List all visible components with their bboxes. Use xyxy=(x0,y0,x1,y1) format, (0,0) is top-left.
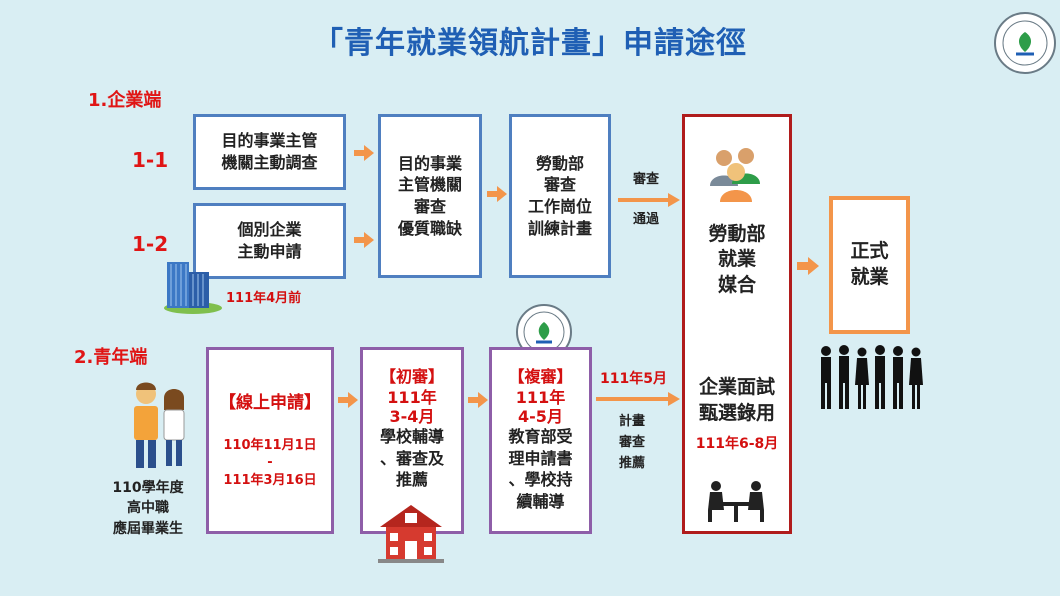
building-icon xyxy=(163,258,223,318)
box-first-date1: 111年 xyxy=(387,387,437,407)
box-agency-review-line1: 目的事業 xyxy=(397,153,462,173)
interview-icon xyxy=(704,480,768,528)
arrow-first-to-second xyxy=(468,392,488,412)
arrow-review-to-labor xyxy=(487,186,507,206)
box-final-line2: 就業 xyxy=(850,266,889,288)
box-second-body1: 教育部受 xyxy=(508,426,573,446)
box-labor-review-line3: 工作崗位 xyxy=(527,197,592,216)
section-enterprise-label: 1.企業端 xyxy=(88,90,162,111)
label-review-passed-top: 審查 xyxy=(632,172,659,187)
arrow-second-to-matching xyxy=(596,391,680,410)
date-april: 111年4月前 xyxy=(226,291,302,306)
box-online-dash: - xyxy=(267,455,273,471)
people-icon xyxy=(706,146,766,206)
youth-caption: 110學年度 高中職 應屆畢業生 xyxy=(96,478,200,539)
box-second-date1: 111年 xyxy=(515,387,566,407)
box-enterprise-apply-line2: 主動申請 xyxy=(237,242,302,261)
youth-caption-line2: 高中職 xyxy=(127,500,169,517)
box-first-body3: 推薦 xyxy=(395,470,428,490)
label-review-passed-bottom: 通過 xyxy=(632,212,659,227)
box-agency-survey: 目的事業主管 機關主動調查 xyxy=(193,114,346,190)
box-second-title: 【複審】 xyxy=(508,367,573,386)
section-youth-label: 2.青年端 xyxy=(74,347,148,368)
box-online-date2: 111年3月16日 xyxy=(223,472,317,488)
date-interview: 111年6-8月 xyxy=(695,436,779,452)
box-second-body2: 理申請書 xyxy=(508,448,573,468)
box-agency-review: 目的事業 主管機關 審查 優質職缺 xyxy=(378,114,482,278)
arrow-1-2 xyxy=(354,232,374,252)
label-plan-line3: 推薦 xyxy=(618,455,645,471)
box-second-body4: 續輔導 xyxy=(516,491,565,511)
box-online-title: 【線上申請】 xyxy=(219,392,321,413)
box-interview-line2: 甄選錄用 xyxy=(698,402,775,424)
box-labor-review-line2: 審查 xyxy=(543,175,576,195)
label-plan-line2: 審查 xyxy=(618,434,645,450)
box-agency-survey-line2: 機關主動調查 xyxy=(221,153,318,172)
youth-caption-line3: 應屆畢業生 xyxy=(113,520,183,537)
box-agency-review-line2: 主管機關 xyxy=(397,175,462,195)
row-label-1-1: 1-1 xyxy=(132,148,169,172)
box-matching-line2: 就業 xyxy=(717,248,756,271)
label-may: 111年5月 xyxy=(600,371,667,387)
box-final-employment: 正式 就業 xyxy=(829,196,910,334)
box-matching: 勞動部 就業 媒合 xyxy=(685,222,789,298)
school-icon xyxy=(378,503,444,569)
box-labor-review-line1: 勞動部 xyxy=(535,153,584,173)
box-second-body3: 、學校持 xyxy=(508,470,573,490)
box-first-review: 【初審】 111年 3-4月 學校輔導 、審查及 推薦 xyxy=(360,347,464,534)
box-matching-line1: 勞動部 xyxy=(708,222,766,245)
box-first-date2: 3-4月 xyxy=(389,406,435,426)
box-online-apply: 【線上申請】 110年11月1日 - 111年3月16日 xyxy=(206,347,334,534)
ministry-logo-icon xyxy=(994,12,1056,74)
box-agency-review-line4: 優質職缺 xyxy=(397,218,462,238)
students-icon xyxy=(126,378,192,474)
business-people-icon xyxy=(818,345,926,415)
box-agency-survey-line1: 目的事業主管 xyxy=(221,131,318,151)
arrow-online-to-first xyxy=(338,392,358,412)
box-second-review: 【複審】 111年 4-5月 教育部受 理申請書 、學校持 續輔導 xyxy=(489,347,592,534)
box-final-line1: 正式 xyxy=(850,240,889,263)
box-first-body1: 學校輔導 xyxy=(379,426,444,446)
youth-caption-line1: 110學年度 xyxy=(112,480,184,496)
box-interview-line1: 企業面試 xyxy=(698,376,775,399)
box-enterprise-apply: 個別企業 主動申請 xyxy=(193,203,346,279)
box-interview: 企業面試 甄選錄用 xyxy=(685,374,789,428)
row-label-1-2: 1-2 xyxy=(132,232,169,256)
box-second-date2: 4-5月 xyxy=(518,406,563,426)
box-first-title: 【初審】 xyxy=(379,367,444,386)
arrow-to-final xyxy=(797,257,819,279)
arrow-1-1 xyxy=(354,145,374,165)
box-online-date1: 110年11月1日 xyxy=(223,437,317,453)
box-enterprise-apply-line1: 個別企業 xyxy=(237,220,302,240)
label-plan-line1: 計畫 xyxy=(618,414,645,429)
label-plan: 計畫 審查 推薦 xyxy=(612,412,652,474)
box-first-body2: 、審查及 xyxy=(379,448,444,468)
box-labor-review: 勞動部 審查 工作崗位 訓練計畫 xyxy=(509,114,611,278)
arrow-labor-to-matching xyxy=(618,192,680,211)
box-agency-review-line3: 審查 xyxy=(413,197,446,216)
box-matching-line3: 媒合 xyxy=(717,273,756,296)
page-title: 「青年就業領航計畫」申請途徑 xyxy=(313,26,747,61)
box-labor-review-line4: 訓練計畫 xyxy=(527,218,592,238)
